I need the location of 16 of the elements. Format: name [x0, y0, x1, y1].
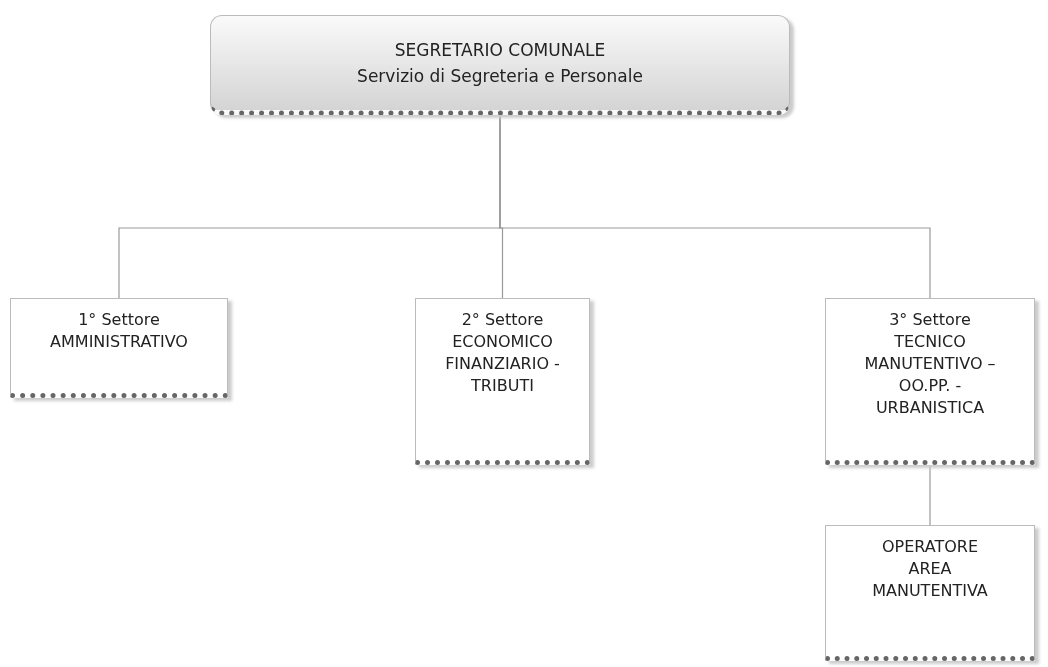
box-title: 3° Settore — [889, 309, 971, 331]
sector-box — [825, 298, 1035, 465]
box-text: ECONOMICO FINANZIARIO - TRIBUTI — [444, 331, 561, 397]
sector-box — [415, 298, 590, 465]
sector-box — [10, 298, 228, 398]
box-title: 2° Settore — [461, 309, 544, 331]
box-text: Servizio di Segreteria e Personale — [357, 65, 643, 88]
connector-line — [499, 114, 931, 299]
box-title: SEGRETARIO COMUNALE — [394, 39, 606, 62]
head-box — [210, 15, 790, 115]
box-title: 1° Settore — [78, 309, 160, 331]
box-text: AMMINISTRATIVO — [50, 331, 188, 353]
sector-box — [825, 525, 1035, 661]
box-title: OPERATORE AREA MANUTENTIVA — [871, 536, 989, 602]
connector-line — [929, 464, 931, 526]
box-text: TECNICO MANUTENTIVO – OO.PP. - URBANISTICA — [863, 331, 997, 419]
